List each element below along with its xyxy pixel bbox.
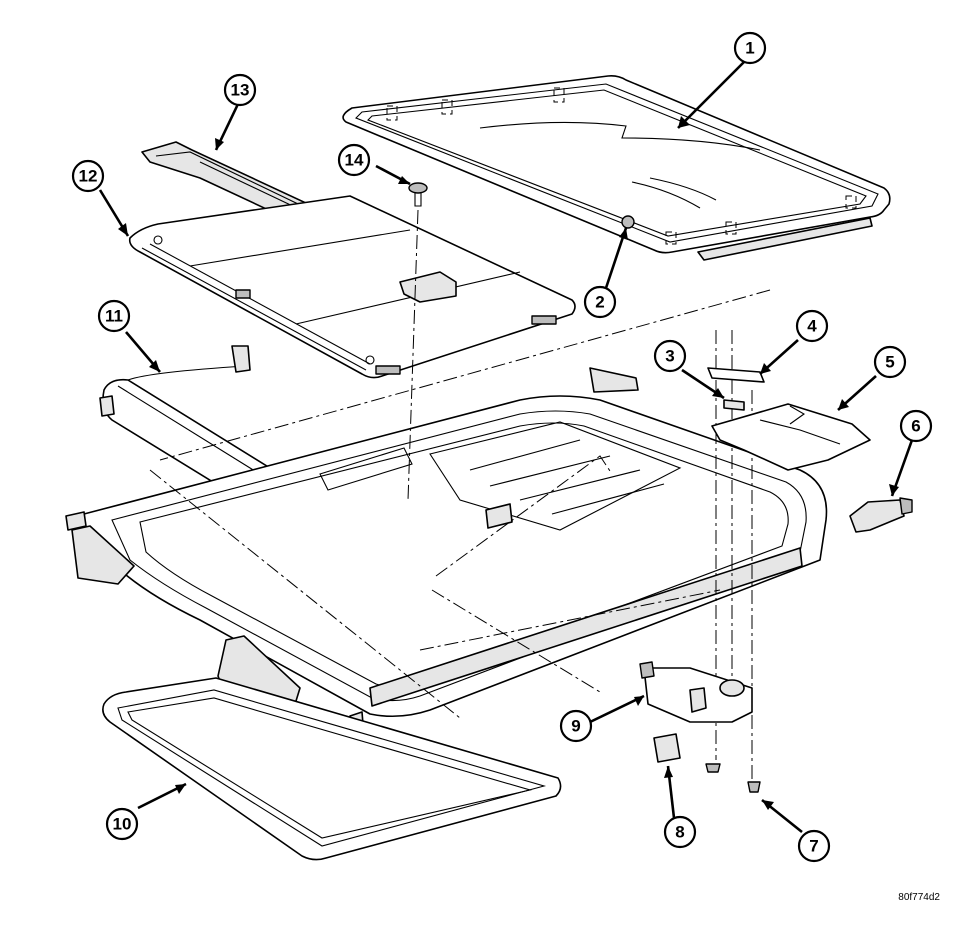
svg-text:3: 3 bbox=[665, 347, 674, 366]
drive-motor bbox=[639, 661, 753, 723]
callout-3: 3 bbox=[653, 339, 687, 373]
sunroof-frame bbox=[65, 367, 828, 739]
callout-6: 6 bbox=[899, 409, 933, 443]
rear-guide bbox=[849, 497, 913, 533]
svg-text:7: 7 bbox=[809, 837, 818, 856]
callout-5: 5 bbox=[873, 345, 907, 379]
callout-4: 4 bbox=[795, 309, 829, 343]
glass-pad bbox=[621, 215, 635, 229]
callout-13: 13 bbox=[223, 73, 257, 107]
callout-8: 8 bbox=[663, 815, 697, 849]
callouts: 1 2 3 4 5 6 7 8 9 10 11 12 13 14 bbox=[71, 31, 933, 863]
svg-text:11: 11 bbox=[105, 307, 123, 326]
sunshade bbox=[128, 195, 576, 379]
svg-text:8: 8 bbox=[675, 823, 684, 842]
svg-text:10: 10 bbox=[113, 815, 132, 834]
svg-text:2: 2 bbox=[595, 293, 604, 312]
callout-11: 11 bbox=[97, 299, 131, 333]
svg-text:14: 14 bbox=[345, 151, 364, 170]
fasteners bbox=[705, 763, 761, 793]
svg-text:12: 12 bbox=[79, 167, 98, 186]
arrowheads bbox=[118, 116, 899, 810]
screw bbox=[408, 182, 428, 207]
callout-7: 7 bbox=[797, 829, 831, 863]
svg-text:1: 1 bbox=[745, 39, 754, 58]
callout-2: 2 bbox=[583, 285, 617, 319]
svg-text:9: 9 bbox=[571, 717, 580, 736]
svg-text:4: 4 bbox=[807, 317, 817, 336]
callout-10: 10 bbox=[105, 807, 139, 841]
glass-panel bbox=[342, 75, 891, 261]
svg-text:13: 13 bbox=[231, 81, 250, 100]
frame-seal bbox=[102, 677, 562, 861]
motor-isolator bbox=[653, 733, 681, 763]
callout-1: 1 bbox=[733, 31, 767, 65]
figure-code: 80f774d2 bbox=[898, 892, 940, 903]
svg-text:5: 5 bbox=[885, 353, 894, 372]
callout-9: 9 bbox=[559, 709, 593, 743]
svg-text:6: 6 bbox=[911, 417, 920, 436]
bracket-parts bbox=[707, 367, 871, 471]
callout-12: 12 bbox=[71, 159, 105, 193]
callout-14: 14 bbox=[337, 143, 371, 177]
